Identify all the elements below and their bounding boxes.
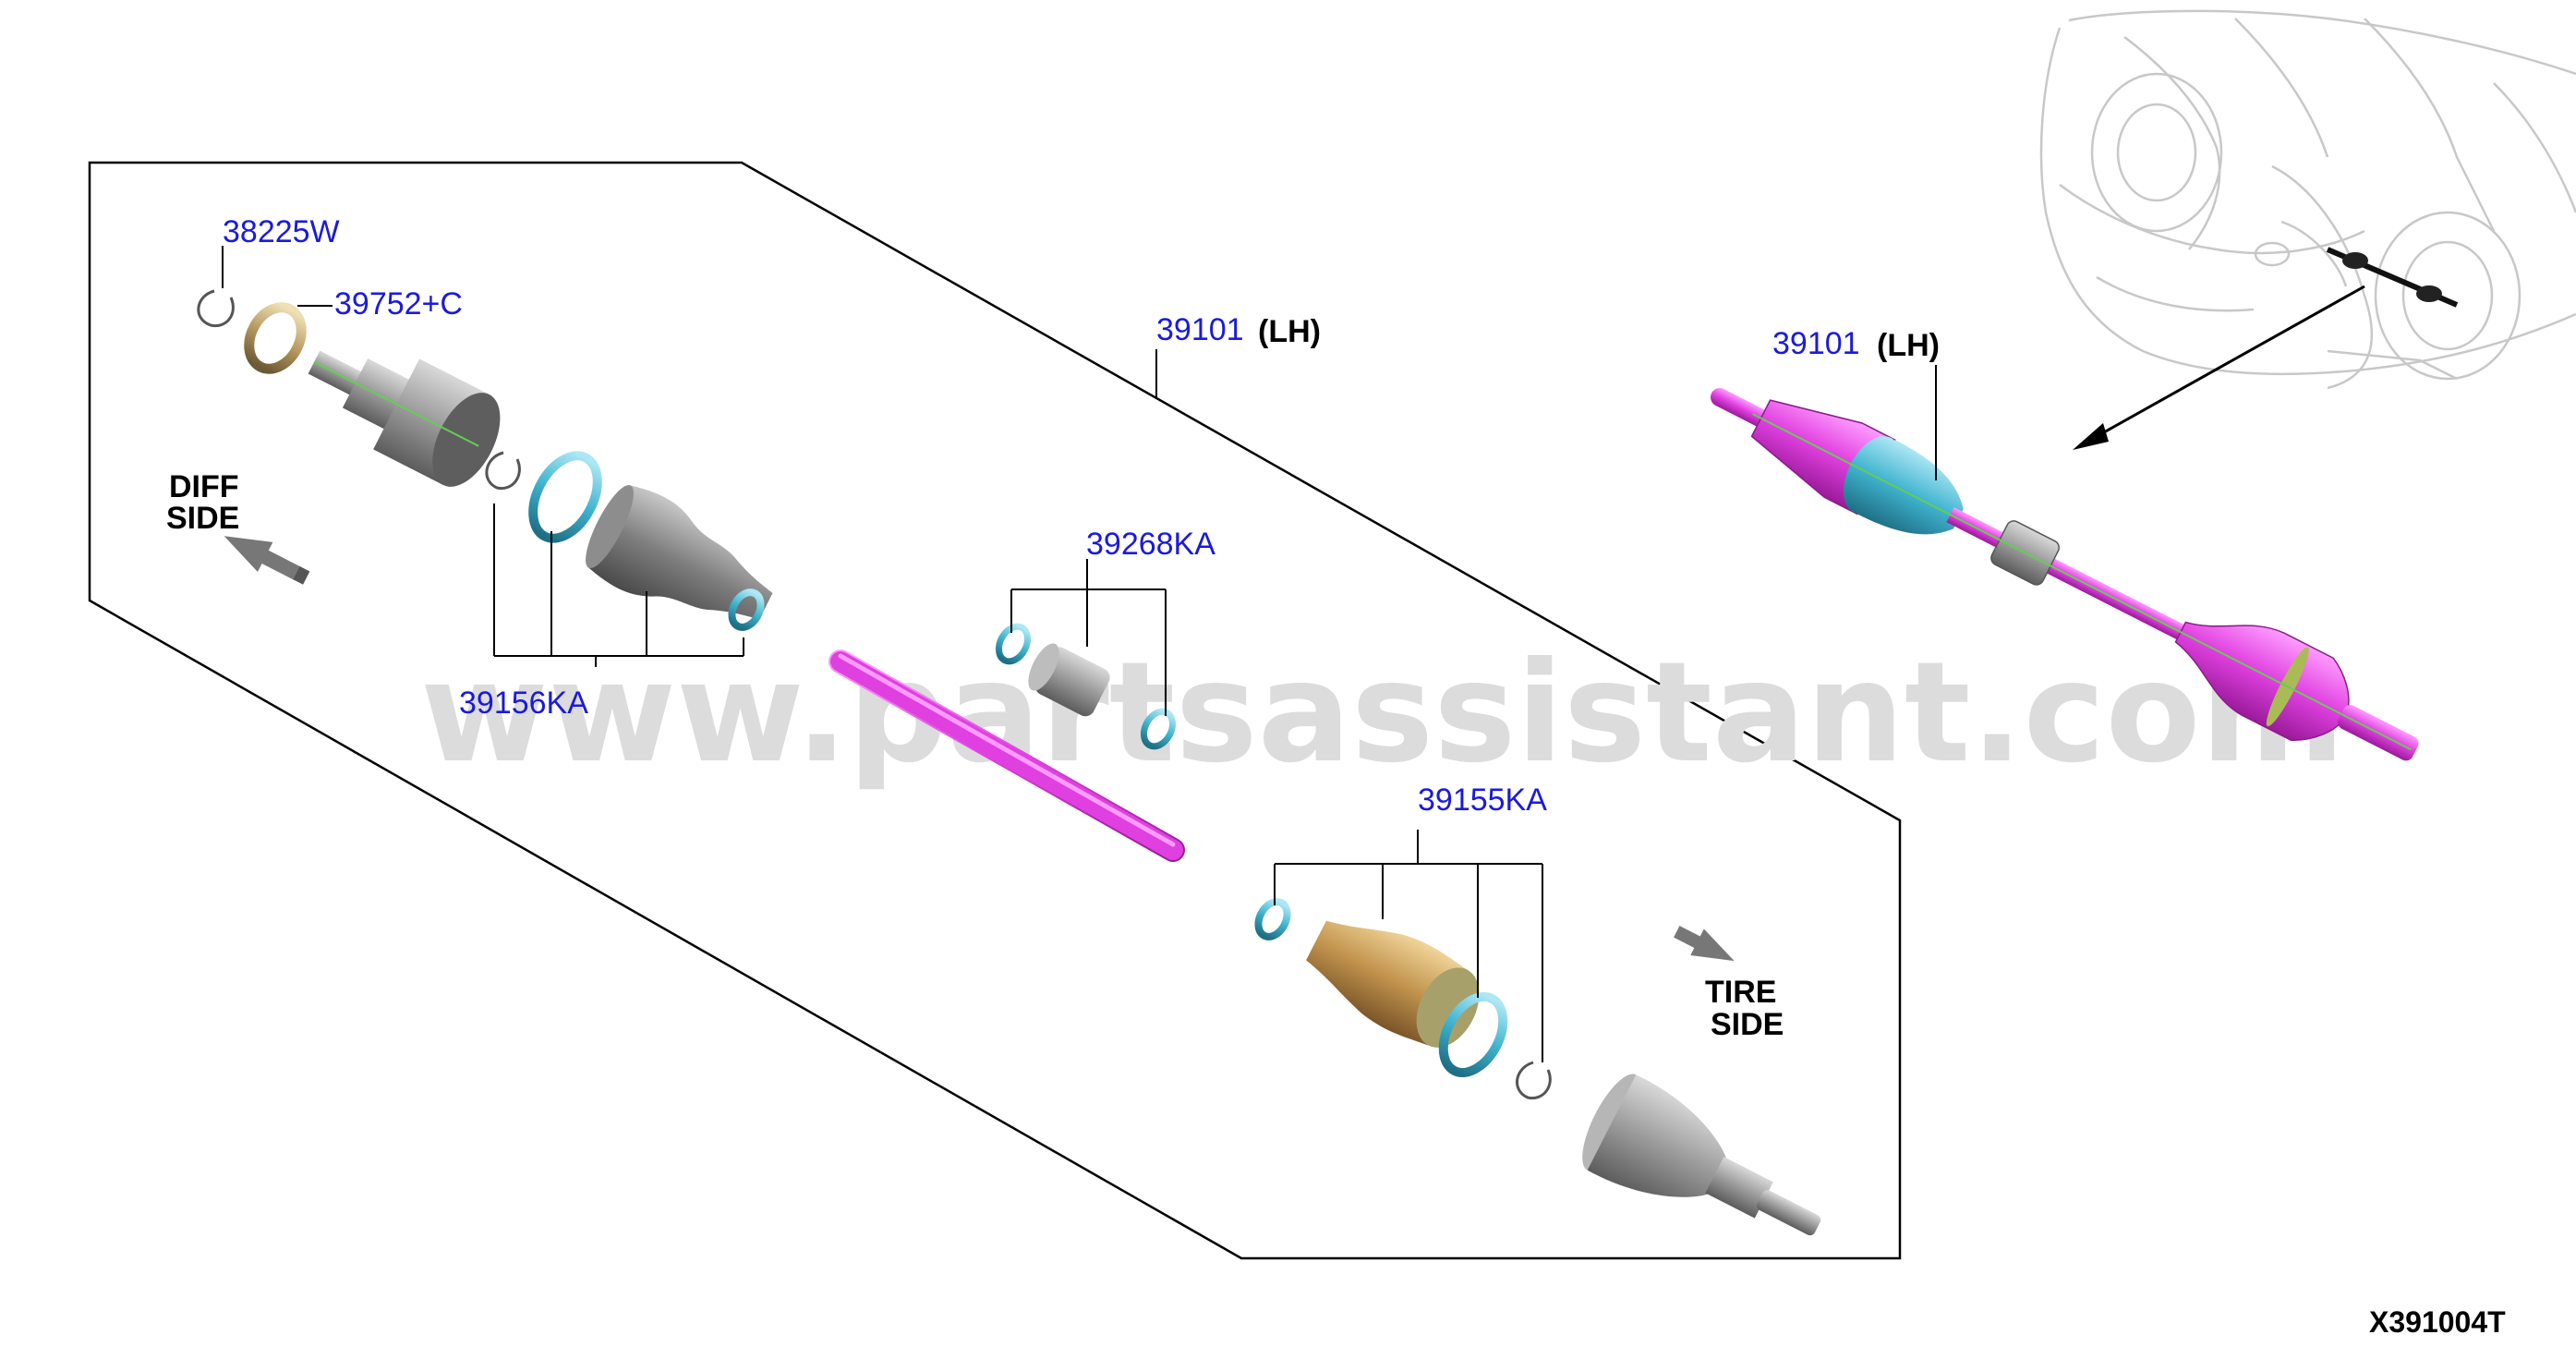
ref-39155ka[interactable]: 39155KA bbox=[1418, 783, 1547, 818]
diff-side-label-line2: SIDE bbox=[166, 501, 239, 536]
ref-39752c[interactable]: 39752+C bbox=[334, 286, 463, 322]
boot-band-small-inboard[interactable] bbox=[726, 588, 767, 632]
boot-band-small-outboard[interactable] bbox=[1252, 897, 1293, 941]
ref-39101-main[interactable]: 39101 bbox=[1156, 312, 1244, 347]
leader-39156ka bbox=[493, 504, 744, 667]
dynamic-damper[interactable] bbox=[1022, 639, 1113, 720]
lh-main: (LH) bbox=[1258, 314, 1321, 349]
lh-assembly: (LH) bbox=[1877, 328, 1940, 363]
ref-39101-assembly[interactable]: 39101 bbox=[1772, 326, 1860, 361]
boot-inboard[interactable] bbox=[574, 475, 789, 651]
bearing-39752c[interactable] bbox=[239, 298, 312, 378]
ref-39268ka[interactable]: 39268KA bbox=[1086, 527, 1215, 562]
diff-side-joint-housing[interactable] bbox=[291, 317, 514, 498]
diagram-code: X391004T bbox=[2369, 1305, 2506, 1339]
ref-39156ka[interactable]: 39156KA bbox=[459, 686, 588, 721]
diff-side-label-line1: DIFF bbox=[169, 469, 239, 504]
tire-side-label-line2: SIDE bbox=[1711, 1007, 1784, 1042]
leader-39155ka bbox=[1274, 830, 1543, 1062]
tire-side-label-line1: TIRE bbox=[1705, 975, 1776, 1010]
snap-ring-38225w[interactable] bbox=[197, 289, 235, 328]
assembled-driveshaft[interactable] bbox=[1690, 352, 2436, 793]
exploded-view-boundary bbox=[88, 161, 1902, 1260]
tire-side-arrow-icon bbox=[1674, 926, 1735, 962]
axle-shaft[interactable] bbox=[828, 649, 1185, 862]
boot-band-large-outboard[interactable] bbox=[1432, 987, 1516, 1083]
damper-band-right[interactable] bbox=[1138, 707, 1179, 751]
watermark-text: www.partsassistant.com bbox=[420, 633, 2345, 794]
vehicle-location-sketch bbox=[2039, 9, 2576, 390]
mini-driveshaft bbox=[2326, 247, 2459, 308]
snap-ring-inboard[interactable] bbox=[485, 451, 521, 491]
tire-side-joint[interactable] bbox=[1571, 1066, 1842, 1275]
location-arrow bbox=[2073, 285, 2365, 450]
diff-side-arrow-icon bbox=[224, 536, 310, 585]
ref-38225w[interactable]: 38225W bbox=[223, 214, 340, 249]
leader-39268ka bbox=[1010, 559, 1167, 716]
boot-outboard[interactable] bbox=[1295, 899, 1494, 1062]
boot-band-large-inboard[interactable] bbox=[520, 445, 611, 550]
snap-ring-outboard[interactable] bbox=[1516, 1061, 1552, 1100]
damper-band-left[interactable] bbox=[993, 622, 1034, 666]
